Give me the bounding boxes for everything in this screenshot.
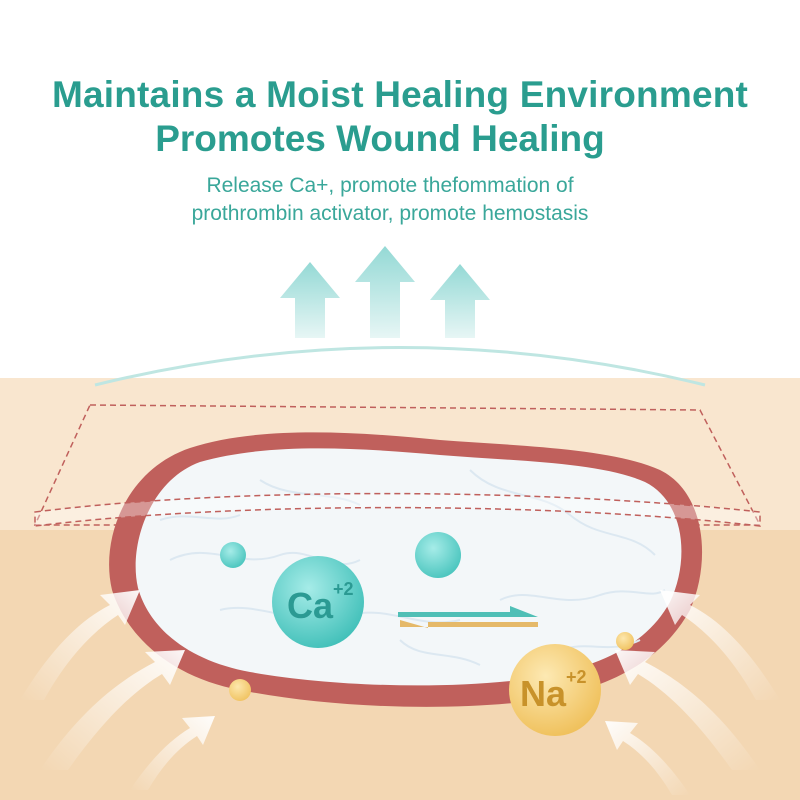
calcium-ion-symbol: Ca: [287, 585, 334, 626]
small-sodium-particle-right: [616, 632, 634, 650]
subtitle-line-2: prothrombin activator, promote hemostasi…: [191, 202, 589, 225]
wound-bed: [135, 448, 682, 686]
exchange-arrow-to-left: [400, 620, 538, 628]
sodium-ion-charge: +2: [566, 667, 587, 687]
pressure-arrow-left-1: [20, 590, 140, 700]
pressure-arrows-left: [20, 590, 215, 790]
upward-arrow-center: [355, 246, 415, 338]
small-sodium-particle-left: [229, 679, 251, 701]
calcium-ion: Ca +2: [272, 556, 364, 648]
medium-calcium-particle: [415, 532, 461, 578]
subtitle-line-1: Release Ca+, promote thefommation of: [206, 174, 574, 197]
title-line-2: Promotes Wound Healing: [155, 118, 605, 159]
pressure-arrow-left-3: [130, 716, 215, 790]
upward-arrows: [280, 246, 490, 338]
dressing-front-band: [34, 492, 761, 527]
pressure-arrow-right-3: [605, 721, 690, 795]
pressure-arrows-right: [605, 590, 780, 795]
calcium-ion-charge: +2: [333, 579, 354, 599]
sodium-ion-symbol: Na: [520, 673, 567, 714]
upward-arrow-right: [430, 264, 490, 338]
calcium-ion-circle: [272, 556, 364, 648]
sodium-ion-circle: [509, 644, 601, 736]
title-line-1: Maintains a Moist Healing Environment: [51, 74, 749, 115]
pressure-arrow-right-1: [660, 590, 780, 700]
small-calcium-particle: [220, 542, 246, 568]
pressure-arrow-right-2: [615, 650, 760, 770]
pressure-arrow-left-2: [40, 650, 185, 770]
exchange-arrow-to-right: [398, 606, 538, 617]
moisture-arc: [94, 346, 706, 387]
upward-arrow-left: [280, 262, 340, 338]
sodium-ion: Na +2: [509, 644, 601, 736]
ion-exchange-arrows: [398, 606, 538, 628]
